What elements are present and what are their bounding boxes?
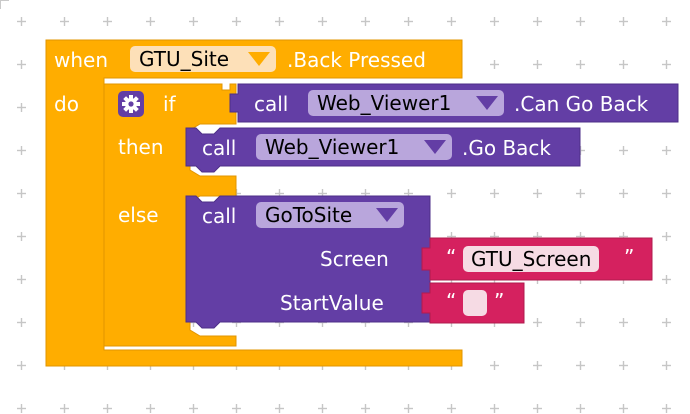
chevron-down-icon bbox=[376, 208, 398, 222]
then-label: then bbox=[118, 135, 164, 159]
condition-call-label: call bbox=[254, 92, 289, 116]
component-dropdown-gtu-site[interactable]: GTU_Site bbox=[130, 46, 276, 72]
event-do-label: do bbox=[54, 92, 79, 116]
chevron-down-icon bbox=[424, 140, 446, 154]
chevron-down-icon bbox=[248, 52, 270, 66]
procedure-dropdown-gotosite[interactable]: GoToSite bbox=[256, 202, 404, 228]
gear-icon[interactable] bbox=[118, 91, 144, 117]
quote-open: “ bbox=[446, 289, 457, 313]
param-label-screen: Screen bbox=[320, 247, 389, 271]
component-dropdown-label: GTU_Site bbox=[139, 47, 230, 71]
event-name-label: .Back Pressed bbox=[287, 48, 426, 72]
event-when-label: when bbox=[54, 48, 109, 72]
chevron-down-icon bbox=[476, 96, 498, 110]
text-value-gtu-screen[interactable]: GTU_Screen bbox=[463, 246, 600, 272]
procedure-dropdown-label: GoToSite bbox=[265, 203, 353, 227]
component-dropdown-web-viewer-then[interactable]: Web_Viewer1 bbox=[256, 134, 452, 160]
quote-close: ” bbox=[494, 289, 505, 313]
else-label: else bbox=[118, 203, 159, 227]
then-method-label: .Go Back bbox=[462, 136, 552, 160]
then-call-label: call bbox=[202, 136, 237, 160]
quote-close: ” bbox=[624, 245, 635, 269]
text-value-empty[interactable] bbox=[463, 290, 487, 316]
quote-open: “ bbox=[446, 245, 457, 269]
condition-method-label: .Can Go Back bbox=[514, 92, 649, 116]
if-label: if bbox=[163, 92, 176, 116]
param-label-startvalue: StartValue bbox=[280, 291, 384, 315]
else-call-label: call bbox=[202, 204, 237, 228]
component-dropdown-label: Web_Viewer1 bbox=[317, 91, 452, 115]
component-dropdown-label: Web_Viewer1 bbox=[265, 135, 400, 159]
component-dropdown-web-viewer-condition[interactable]: Web_Viewer1 bbox=[308, 90, 504, 116]
